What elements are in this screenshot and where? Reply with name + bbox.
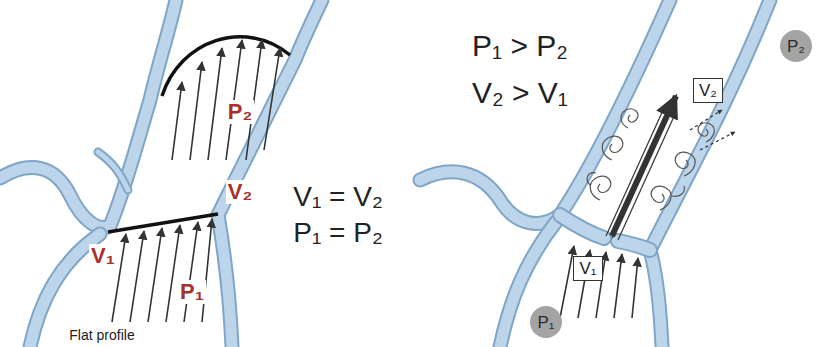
right-vessel: [420, 0, 770, 347]
label-text: P₁ > P₂: [470, 29, 570, 62]
label-text: P₂: [226, 100, 254, 124]
label-text: V₁ = V₂: [291, 182, 385, 213]
pressure-label: P₁: [537, 314, 554, 331]
label-text: P₁: [178, 280, 206, 304]
label-text: P₁ = P₂: [291, 218, 385, 249]
label-text: Flat profile: [67, 328, 136, 343]
jet: [606, 96, 676, 240]
pressure-label: P₂: [787, 38, 805, 55]
label-text: V₁: [89, 244, 117, 268]
pressure-circle: P₁: [530, 306, 562, 338]
velocity-box: V₂: [693, 78, 723, 103]
velocity-label: V₁: [579, 260, 596, 277]
velocity-label: V₂: [699, 82, 717, 99]
label-text: V₂: [226, 180, 254, 204]
turbulence: [587, 109, 714, 210]
left-vessel: [0, 0, 322, 347]
label-text: V₂ > V₁: [470, 76, 570, 109]
pressure-circle: P₂: [780, 30, 812, 62]
velocity-box: V₁: [573, 256, 603, 281]
